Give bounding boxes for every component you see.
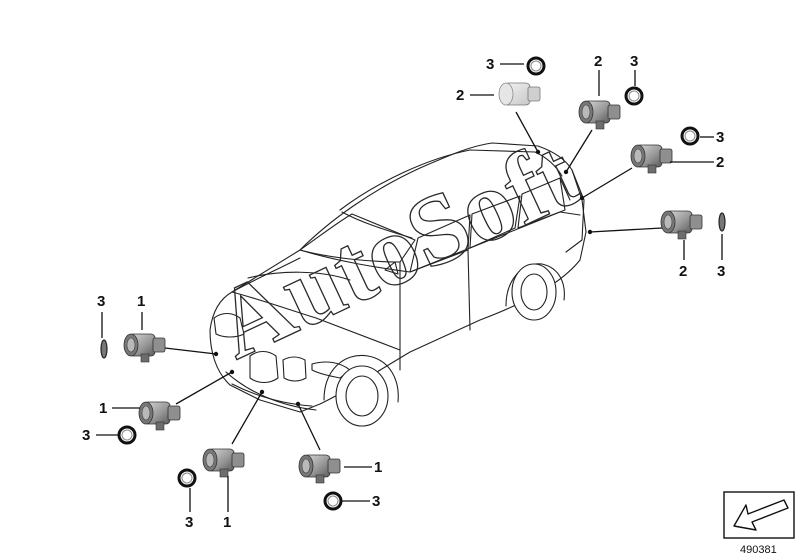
callout-number: 1 bbox=[223, 514, 231, 531]
leader-lines bbox=[96, 63, 723, 512]
pdc-sensor-icon bbox=[202, 448, 245, 478]
pdc-sensor-icon bbox=[660, 210, 703, 240]
seal-ring-icon bbox=[177, 468, 197, 488]
callout-number: 1 bbox=[99, 400, 107, 417]
seal-ring-icon bbox=[323, 491, 343, 511]
arrow-icon[interactable] bbox=[723, 491, 795, 539]
callout-number: 3 bbox=[185, 514, 193, 531]
callout-number: 2 bbox=[716, 154, 724, 171]
document-number: 490381 bbox=[740, 544, 777, 556]
callout-number: 3 bbox=[486, 56, 494, 73]
callout-number: 2 bbox=[679, 263, 687, 280]
callout-number: 3 bbox=[717, 263, 725, 280]
callout-number: 1 bbox=[374, 459, 382, 476]
seal-ring-icon bbox=[718, 212, 726, 232]
callout-number: 3 bbox=[82, 427, 90, 444]
callout-number: 3 bbox=[630, 53, 638, 70]
callout-number: 1 bbox=[137, 293, 145, 310]
seal-ring-icon bbox=[624, 86, 644, 106]
callout-number: 3 bbox=[97, 293, 105, 310]
pdc-sensor-icon bbox=[123, 333, 166, 363]
callout-number: 2 bbox=[456, 87, 464, 104]
seal-ring-icon bbox=[680, 126, 700, 146]
seal-ring-icon bbox=[100, 339, 108, 359]
watermark-text: AutoSoft bbox=[198, 117, 592, 380]
attachment-points bbox=[213, 149, 593, 407]
pdc-sensor-icon bbox=[138, 401, 181, 431]
seal-ring-icon bbox=[117, 425, 137, 445]
pdc-sensor-icon bbox=[498, 82, 541, 106]
callout-number: 2 bbox=[594, 53, 602, 70]
seal-ring-icon bbox=[526, 56, 546, 76]
pdc-sensor-icon bbox=[298, 454, 341, 484]
pdc-sensor-icon bbox=[630, 144, 673, 174]
pdc-sensor-icon bbox=[578, 100, 621, 130]
callout-number: 3 bbox=[716, 129, 724, 146]
callout-number: 3 bbox=[372, 493, 380, 510]
suv-outline-icon bbox=[209, 142, 587, 427]
